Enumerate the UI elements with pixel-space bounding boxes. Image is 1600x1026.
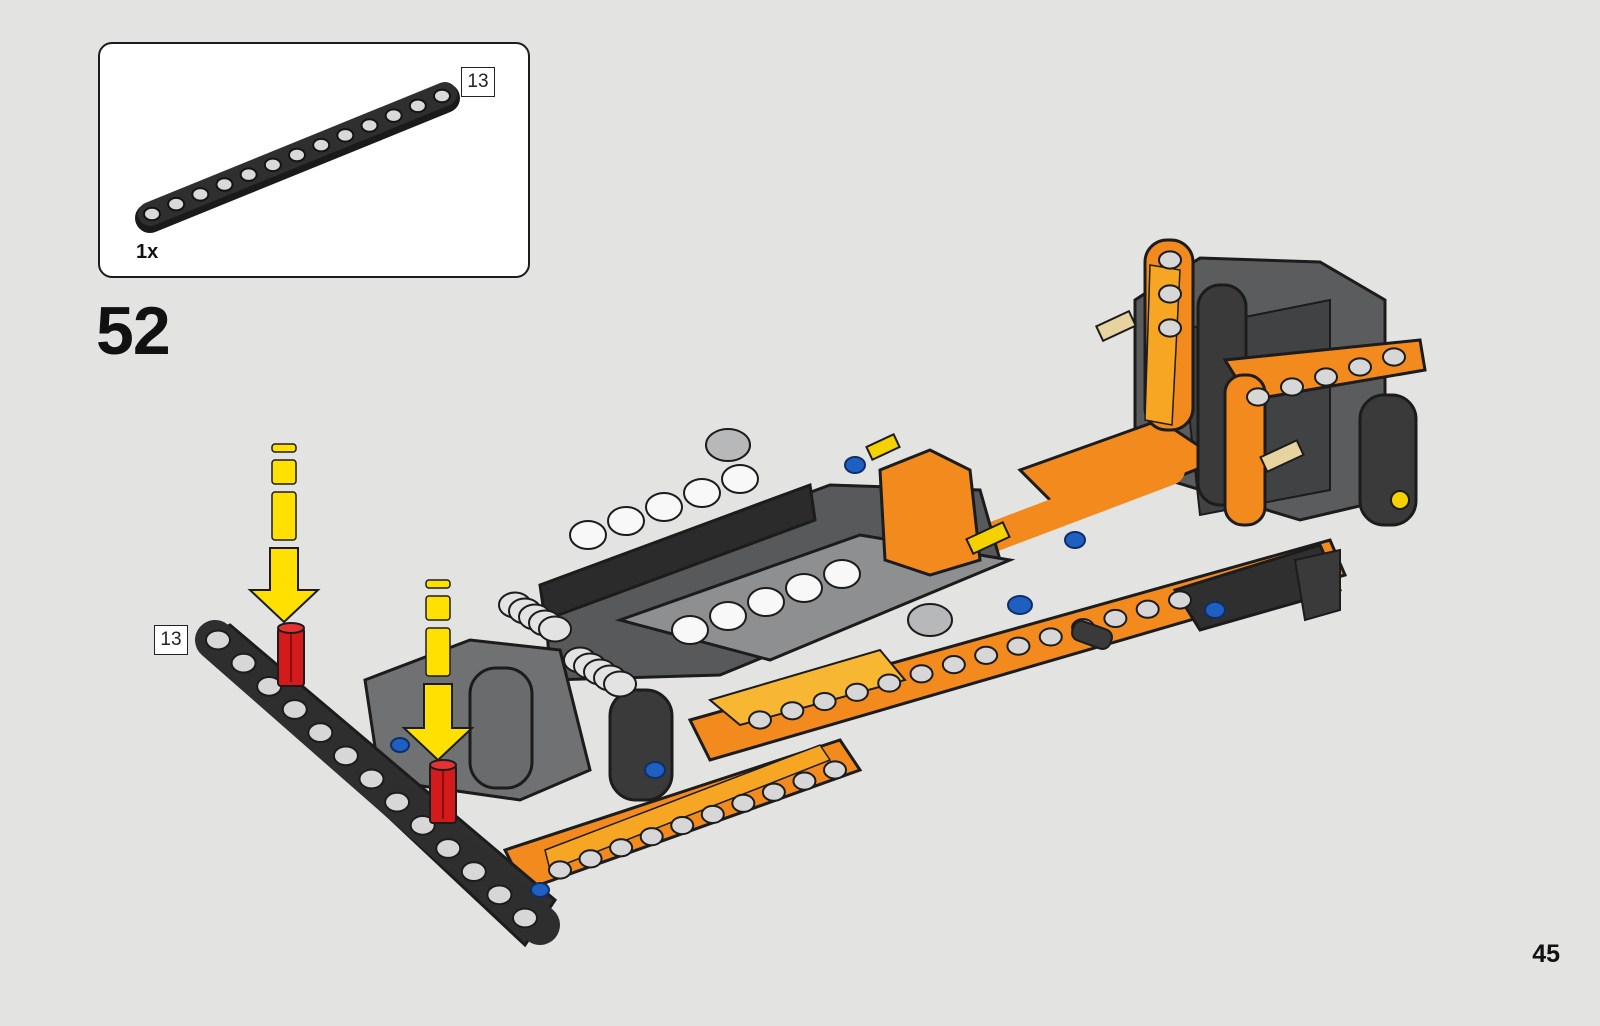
dome-piece (608, 507, 644, 535)
beam-hole (911, 665, 933, 682)
red-pin-icon (278, 623, 304, 686)
beam-hole (580, 850, 602, 867)
beam-hole (385, 793, 409, 812)
dome-piece (786, 574, 822, 602)
beam-hole (1169, 591, 1191, 608)
beam-hole (1137, 601, 1159, 618)
beam-hole (846, 684, 868, 701)
page-number: 45 (1532, 940, 1560, 969)
beam-hole (1159, 285, 1181, 302)
beam-hole (232, 654, 256, 673)
down-arrow-icon (250, 444, 318, 622)
beam-hole (1007, 638, 1029, 655)
beam-hole (549, 861, 571, 878)
beam-hole (702, 806, 724, 823)
beam-hole (308, 723, 332, 742)
beam-hole (641, 828, 663, 845)
beam-hole (671, 817, 693, 834)
beam-hole (206, 631, 230, 650)
beam-hole (360, 770, 384, 789)
beam-hole (1104, 610, 1126, 627)
dome-piece (722, 465, 758, 493)
beam-hole (975, 647, 997, 664)
beam-hole (436, 839, 460, 858)
beam-hole (1159, 251, 1181, 268)
beam-hole (1040, 628, 1062, 645)
beam-hole (1315, 368, 1337, 385)
spring-coil (539, 617, 571, 642)
beam-hole (732, 795, 754, 812)
spring-coil (604, 672, 636, 697)
dome-piece (824, 560, 860, 588)
beam-hole (610, 839, 632, 856)
dome-piece (748, 588, 784, 616)
beam-hole (793, 773, 815, 790)
beam-hole (749, 711, 771, 728)
beam-hole (1383, 348, 1405, 365)
beam-hole (1159, 319, 1181, 336)
beam-hole (283, 700, 307, 719)
beam-hole (824, 761, 846, 778)
beam-hole (814, 693, 836, 710)
beam-hole (462, 862, 486, 881)
beam-hole (1349, 358, 1371, 375)
beam-hole (943, 656, 965, 673)
beam-hole (763, 784, 785, 801)
beam-hole (781, 702, 803, 719)
beam-hole (513, 909, 537, 928)
dome-piece (646, 493, 682, 521)
dome-piece (570, 521, 606, 549)
beam-hole (334, 746, 358, 765)
dome-piece (684, 479, 720, 507)
beam-hole (1247, 388, 1269, 405)
beam-hole (878, 674, 900, 691)
beam-hole (1281, 378, 1303, 395)
dome-piece (672, 616, 708, 644)
beam-hole (487, 885, 511, 904)
dome-piece (710, 602, 746, 630)
red-pin-icon (430, 760, 456, 823)
